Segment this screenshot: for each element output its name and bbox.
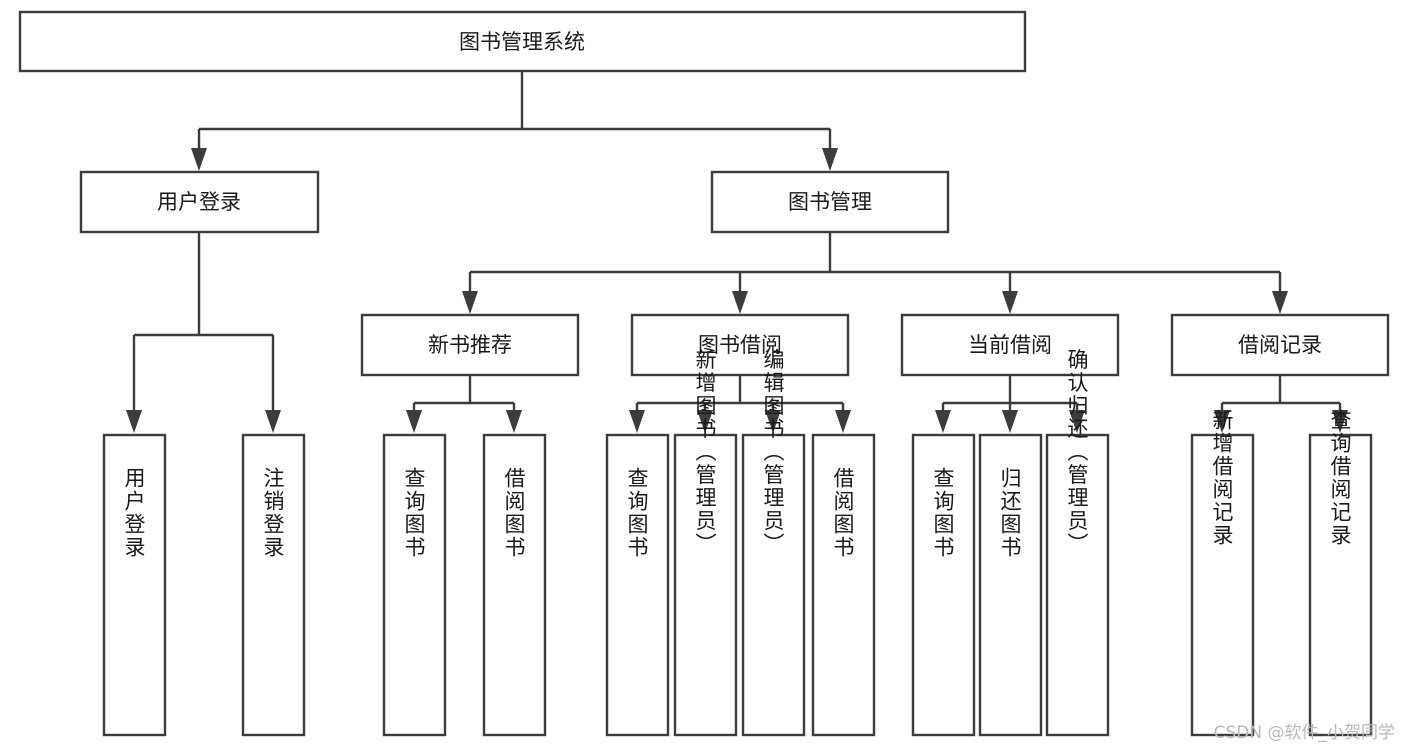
node-book-management-label: 图书管理 xyxy=(788,190,872,214)
node-leaf-logout-login[interactable]: 注销登录 xyxy=(241,433,306,737)
csdn-watermark: CSDN @软件_小贺同学 xyxy=(1213,723,1395,743)
node-leaf-query-book-1[interactable]: 查询图书 xyxy=(382,433,447,737)
node-book-borrow[interactable]: 图书借阅 xyxy=(630,313,850,377)
node-leaf-query-book-3-label: 查询图书 xyxy=(931,467,955,559)
node-book-management-box[interactable] xyxy=(710,170,950,234)
arrow-head-book-borrow xyxy=(732,291,748,314)
arrow-head-leaf-borrow-book-1 xyxy=(506,410,522,433)
node-leaf-add-record[interactable]: 新增借阅记录 xyxy=(1190,409,1255,737)
node-leaf-confirm-return[interactable]: 确认归还（管理员） xyxy=(1045,349,1110,737)
arrow-head-leaf-edit-book xyxy=(765,410,781,433)
node-leaf-query-book-2[interactable]: 查询图书 xyxy=(605,433,670,737)
node-root[interactable]: 图书管理系统 xyxy=(18,10,1027,73)
node-leaf-user-login-box[interactable] xyxy=(102,433,167,737)
node-leaf-query-book-2-box[interactable] xyxy=(605,433,670,737)
node-leaf-user-login[interactable]: 用户登录 xyxy=(102,433,167,737)
arrow-head-user-login xyxy=(191,148,207,171)
node-leaf-query-book-2-label: 查询图书 xyxy=(625,467,649,559)
node-current-borrow-label: 当前借阅 xyxy=(968,333,1052,357)
node-user-login-label: 用户登录 xyxy=(157,190,241,214)
node-leaf-add-book[interactable]: 新增图书（管理员） xyxy=(673,349,738,737)
node-leaf-query-book-1-box[interactable] xyxy=(382,433,447,737)
node-leaf-user-login-label: 用户登录 xyxy=(122,467,146,559)
node-user-login[interactable]: 用户登录 xyxy=(79,170,320,234)
arrow-head-leaf-query-record xyxy=(1332,410,1348,433)
node-leaf-edit-book-box[interactable] xyxy=(741,433,806,737)
node-root-label: 图书管理系统 xyxy=(459,30,585,54)
arrow-head-leaf-query-book-2 xyxy=(629,410,645,433)
arrow-head-leaf-borrow-book-2 xyxy=(835,410,851,433)
node-leaf-query-book-3[interactable]: 查询图书 xyxy=(911,433,976,737)
node-leaf-borrow-book-1[interactable]: 借阅图书 xyxy=(482,433,547,737)
node-borrow-record[interactable]: 借阅记录 xyxy=(1170,313,1390,377)
node-leaf-add-book-box[interactable] xyxy=(673,433,738,737)
node-leaf-add-book-label: 新增图书（管理员） xyxy=(693,349,717,556)
node-leaf-query-record[interactable]: 查询借阅记录 xyxy=(1308,409,1373,737)
node-current-borrow-box[interactable] xyxy=(900,313,1120,377)
node-new-book-recommend-box[interactable] xyxy=(360,313,580,377)
node-leaf-return-book-box[interactable] xyxy=(978,433,1043,737)
node-leaf-borrow-book-1-label: 借阅图书 xyxy=(502,467,526,559)
node-root-box[interactable] xyxy=(18,10,1027,73)
arrow-head-leaf-query-book-1 xyxy=(406,410,422,433)
arrow-head-book-management xyxy=(822,148,838,171)
node-leaf-query-book-1-label: 查询图书 xyxy=(402,467,426,559)
node-book-borrow-box[interactable] xyxy=(630,313,850,377)
node-book-borrow-label: 图书借阅 xyxy=(698,333,782,357)
node-leaf-query-record-box[interactable] xyxy=(1308,433,1373,737)
node-new-book-recommend[interactable]: 新书推荐 xyxy=(360,313,580,377)
node-leaf-edit-book-label: 编辑图书（管理员） xyxy=(761,349,785,556)
arrow-head-current-borrow xyxy=(1002,291,1018,314)
node-current-borrow[interactable]: 当前借阅 xyxy=(900,313,1120,377)
arrow-head-leaf-confirm-return xyxy=(1069,410,1085,433)
node-leaf-borrow-book-2-box[interactable] xyxy=(811,433,876,737)
node-leaf-add-record-box[interactable] xyxy=(1190,433,1255,737)
node-leaf-confirm-return-box[interactable] xyxy=(1045,433,1110,737)
arrow-head-leaf-add-record xyxy=(1214,410,1230,433)
node-leaf-borrow-book-2[interactable]: 借阅图书 xyxy=(811,433,876,737)
node-leaf-edit-book[interactable]: 编辑图书（管理员） xyxy=(741,349,806,737)
node-leaf-borrow-book-2-label: 借阅图书 xyxy=(831,467,855,559)
node-leaf-return-book[interactable]: 归还图书 xyxy=(978,433,1043,737)
node-leaf-logout-login-label: 注销登录 xyxy=(261,467,285,559)
node-borrow-record-label: 借阅记录 xyxy=(1238,333,1322,357)
arrow-head-leaf-query-book-3 xyxy=(935,410,951,433)
connector-group xyxy=(126,71,1348,433)
node-leaf-query-book-3-box[interactable] xyxy=(911,433,976,737)
node-borrow-record-box[interactable] xyxy=(1170,313,1390,377)
node-leaf-add-record-label: 新增借阅记录 xyxy=(1210,409,1234,547)
arrow-head-leaf-add-book xyxy=(697,410,713,433)
arrow-head-leaf-logout-login xyxy=(265,410,281,433)
arrow-head-borrow-record xyxy=(1272,291,1288,314)
arrow-head-leaf-user-login xyxy=(126,410,142,433)
node-new-book-recommend-label: 新书推荐 xyxy=(428,333,512,357)
arrow-head-leaf-return-book xyxy=(1002,410,1018,433)
node-leaf-return-book-label: 归还图书 xyxy=(998,467,1022,559)
node-leaf-confirm-return-label: 确认归还（管理员） xyxy=(1065,349,1089,556)
node-book-management[interactable]: 图书管理 xyxy=(710,170,950,234)
node-user-login-box[interactable] xyxy=(79,170,320,234)
node-leaf-query-record-label: 查询借阅记录 xyxy=(1328,409,1352,547)
node-leaf-logout-login-box[interactable] xyxy=(241,433,306,737)
node-leaf-borrow-book-1-box[interactable] xyxy=(482,433,547,737)
arrow-head-new-book-recommend xyxy=(462,291,478,314)
